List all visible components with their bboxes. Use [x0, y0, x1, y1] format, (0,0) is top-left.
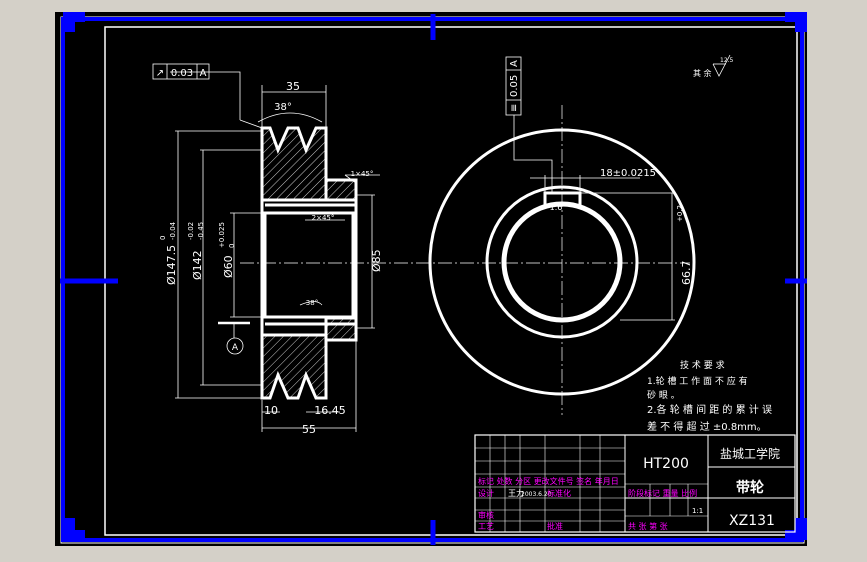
- datum-a: A: [218, 321, 250, 355]
- drawing-viewport[interactable]: A ↗ 0.03 A 35 38° 38° 1×45° 2×45° Ø147.5…: [55, 12, 807, 546]
- svg-text:标准化: 标准化: [547, 488, 571, 498]
- svg-text:A: A: [200, 68, 207, 79]
- keyway: [543, 191, 582, 205]
- svg-text:盐城工学院: 盐城工学院: [720, 446, 780, 461]
- svg-text:1.6: 1.6: [550, 203, 563, 212]
- rim-top: [260, 126, 328, 202]
- cad-drawing: A ↗ 0.03 A 35 38° 38° 1×45° 2×45° Ø147.5…: [60, 12, 807, 545]
- svg-text:技 术 要 求: 技 术 要 求: [680, 359, 725, 371]
- svg-text:0.03: 0.03: [171, 68, 193, 79]
- front-view: [428, 105, 696, 415]
- runout-frame: ↗ 0.03 A: [152, 63, 210, 80]
- title-block: [474, 434, 796, 533]
- svg-text:砂 眼 。: 砂 眼 。: [647, 389, 680, 401]
- svg-text:0.05: 0.05: [509, 75, 520, 97]
- svg-text:10: 10: [264, 404, 278, 417]
- tech-requirements: 技 术 要 求 1.轮 槽 工 作 面 不 应 有 砂 眼 。 2.各 轮 槽 …: [647, 359, 772, 433]
- svg-text:+0.2: +0.2: [676, 205, 684, 222]
- rim-bottom: [260, 333, 328, 400]
- bore: [263, 211, 355, 319]
- symmetry-frame: ≡ 0.05 A: [505, 56, 522, 116]
- hub-body: [260, 195, 358, 335]
- datum-label: A: [232, 343, 239, 353]
- hub-top: [324, 178, 358, 202]
- svg-text:12.5: 12.5: [720, 57, 734, 64]
- corner-handles: [63, 12, 807, 540]
- section-view: [240, 126, 690, 400]
- svg-text:设计: 设计: [478, 488, 494, 498]
- midpoint-ticks: [60, 14, 807, 545]
- front-dim-texts: 18±0.0215 66.7 +0.2 1.6: [550, 168, 693, 285]
- svg-text:0: 0: [159, 236, 167, 240]
- svg-text:差 不 得 超 过 ±0.8mm。: 差 不 得 超 过 ±0.8mm。: [647, 420, 767, 433]
- svg-text:其 余: 其 余: [693, 68, 712, 78]
- svg-text:A: A: [509, 60, 520, 67]
- svg-text:1.轮 槽 工 作 面 不 应 有: 1.轮 槽 工 作 面 不 应 有: [647, 375, 748, 387]
- section-dimensions: [170, 71, 380, 432]
- svg-text:-0.04: -0.04: [169, 221, 177, 240]
- svg-text:批准: 批准: [547, 521, 563, 531]
- svg-text:1×45°: 1×45°: [351, 170, 374, 178]
- symmetry-icon: ≡: [509, 104, 520, 112]
- svg-text:2003.6.20: 2003.6.20: [521, 491, 552, 498]
- svg-text:+0.025: +0.025: [218, 222, 226, 248]
- svg-text:55: 55: [302, 423, 316, 436]
- svg-text:带轮: 带轮: [736, 479, 764, 496]
- svg-text:XZ131: XZ131: [729, 513, 775, 529]
- svg-text:王力: 王力: [508, 488, 524, 498]
- svg-text:1:1: 1:1: [692, 507, 703, 515]
- svg-text:2.各 轮 槽 间 距 的 累 计 误: 2.各 轮 槽 间 距 的 累 计 误: [647, 403, 772, 416]
- svg-text:Ø85: Ø85: [370, 249, 383, 272]
- svg-text:工艺: 工艺: [478, 522, 494, 531]
- svg-text:18±0.0215: 18±0.0215: [600, 168, 656, 179]
- svg-text:共 张 第 张: 共 张 第 张: [628, 521, 668, 531]
- svg-text:66.7: 66.7: [680, 261, 693, 286]
- svg-text:Ø142: Ø142: [191, 250, 204, 280]
- svg-text:审核: 审核: [478, 510, 494, 520]
- runout-icon: ↗: [156, 68, 164, 79]
- svg-text:0: 0: [228, 244, 236, 248]
- svg-text:标记 处数 分区 更改文件号 签名 年月日: 标记 处数 分区 更改文件号 签名 年月日: [478, 476, 619, 486]
- svg-text:Ø60: Ø60: [222, 255, 235, 278]
- hub-bottom: [324, 316, 358, 342]
- svg-text:16.45: 16.45: [314, 404, 346, 417]
- svg-text:38°: 38°: [306, 299, 318, 307]
- svg-text:-0.45: -0.45: [197, 222, 205, 240]
- svg-text:HT200: HT200: [643, 456, 689, 472]
- roughness-note: 其 余 12.5: [693, 54, 734, 78]
- title-block-texts: HT200 盐城工学院 带轮 XZ131 标记 处数 分区 更改文件号 签名 年…: [478, 446, 780, 531]
- svg-text:阶段标记 重量 比例: 阶段标记 重量 比例: [628, 488, 697, 498]
- svg-text:2×45°: 2×45°: [312, 214, 335, 222]
- svg-text:38°: 38°: [274, 102, 292, 113]
- section-dim-texts: 35 38° 38° 1×45° 2×45° Ø147.5 0 -0.04 Ø1…: [159, 80, 383, 436]
- svg-text:35: 35: [286, 80, 300, 93]
- svg-text:Ø147.5: Ø147.5: [165, 245, 178, 285]
- svg-text:-0.02: -0.02: [187, 222, 195, 240]
